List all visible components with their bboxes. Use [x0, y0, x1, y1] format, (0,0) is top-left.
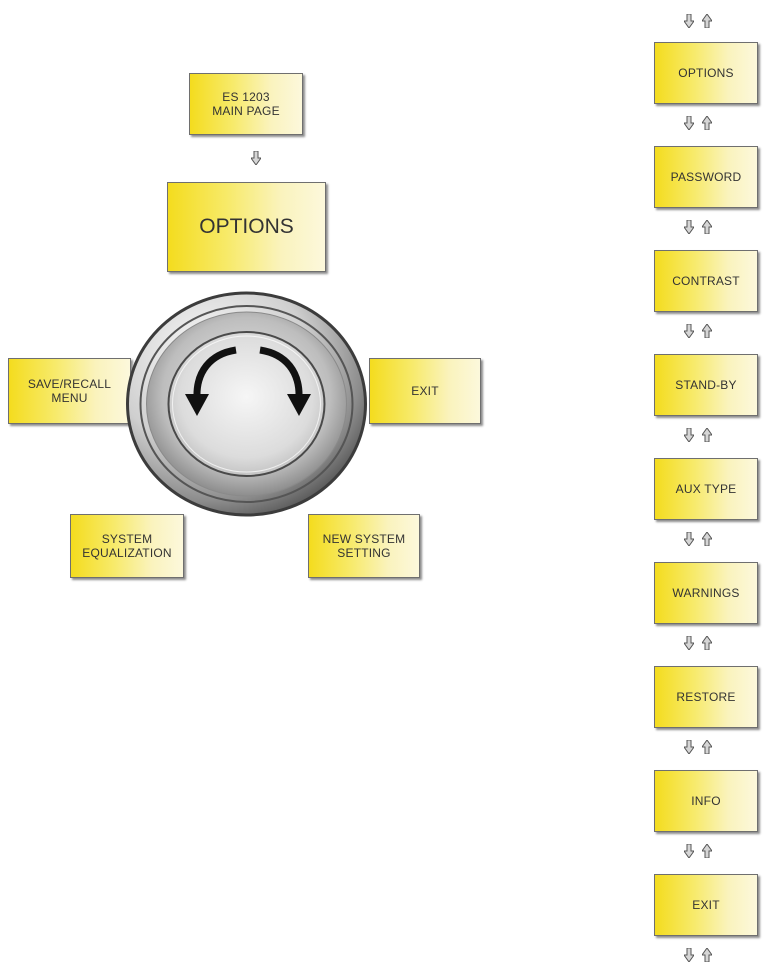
options-box: OPTIONS	[167, 182, 326, 272]
arrow-down-icon	[684, 116, 694, 130]
arrow-down-icon	[684, 948, 694, 962]
arrow-down-icon	[684, 844, 694, 858]
rotate-counterclockwise-arrow-icon	[185, 346, 237, 416]
main-page-box: ES 1203 MAIN PAGE	[189, 73, 303, 135]
arrow-down-icon	[684, 740, 694, 754]
arrow-down-icon	[684, 220, 694, 234]
arrow-up-icon	[702, 116, 712, 130]
arrow-up-icon	[702, 532, 712, 546]
arrow-up-icon	[702, 844, 712, 858]
arrow-down-icon	[684, 14, 694, 28]
exit-box: EXIT	[369, 358, 481, 424]
submenu-item-aux-type: AUX TYPE	[654, 458, 758, 520]
submenu-item-warnings: WARNINGS	[654, 562, 758, 624]
arrow-up-icon	[702, 14, 712, 28]
new-system-setting-box: NEW SYSTEM SETTING	[308, 514, 420, 578]
arrow-down-icon	[684, 636, 694, 650]
arrow-down-icon	[684, 324, 694, 338]
arrow-up-icon	[702, 636, 712, 650]
system-equalization-box: SYSTEM EQUALIZATION	[70, 514, 184, 578]
submenu-item-password: PASSWORD	[654, 146, 758, 208]
rotary-knob-icon[interactable]	[124, 289, 369, 519]
save-recall-menu-box: SAVE/RECALL MENU	[8, 358, 131, 424]
arrow-down-icon	[684, 428, 694, 442]
submenu-item-options: OPTIONS	[654, 42, 758, 104]
submenu-item-contrast: CONTRAST	[654, 250, 758, 312]
submenu-item-info: INFO	[654, 770, 758, 832]
arrow-up-icon	[702, 740, 712, 754]
submenu-item-stand-by: STAND-BY	[654, 354, 758, 416]
submenu-item-restore: RESTORE	[654, 666, 758, 728]
arrow-up-icon	[702, 324, 712, 338]
submenu-item-exit: EXIT	[654, 874, 758, 936]
arrow-down-icon	[684, 532, 694, 546]
arrow-up-icon	[702, 428, 712, 442]
arrow-up-icon	[702, 948, 712, 962]
arrow-down-icon	[251, 151, 261, 165]
rotate-clockwise-arrow-icon	[259, 346, 311, 416]
arrow-up-icon	[702, 220, 712, 234]
